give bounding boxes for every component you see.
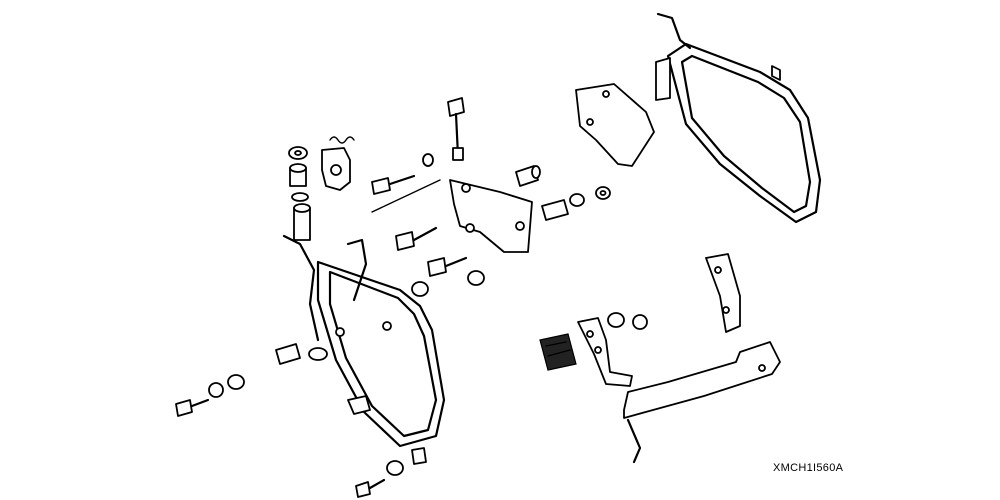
reference-code: XMCH1I560A: [773, 462, 844, 474]
mount-bracket: [577, 317, 633, 387]
bolt-lower-middle: [411, 256, 485, 297]
bolt-upper: [371, 153, 434, 195]
left-side-frame: [282, 234, 446, 465]
spacer-left: [275, 343, 328, 365]
right-side-frame: [655, 12, 822, 224]
bolt-middle: [395, 226, 438, 251]
nuts-right: [607, 312, 648, 330]
clamp-with-spring: [321, 136, 355, 191]
upper-right-plate: [575, 83, 655, 167]
center-collars: [515, 165, 611, 221]
collar-stack: [288, 146, 311, 241]
bolt-bottom: [355, 460, 404, 498]
small-hinge-bracket: [705, 253, 741, 333]
center-bracket: [449, 179, 533, 253]
long-bolt: [447, 97, 465, 161]
pad: [539, 333, 577, 371]
leader-line: [371, 179, 441, 213]
long-stay-bar: [623, 341, 781, 464]
bolt-lower-left: [175, 374, 245, 417]
